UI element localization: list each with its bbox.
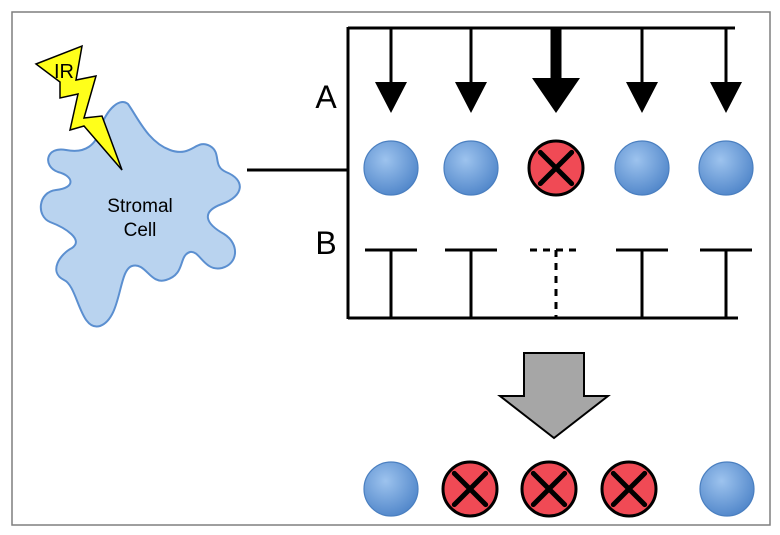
outcome-dead-cell xyxy=(600,460,658,518)
row-a-healthy-cell xyxy=(698,140,754,196)
support-post-icon xyxy=(700,248,752,318)
stromal-label-line1: Stromal xyxy=(107,196,172,217)
outcome-healthy-cell xyxy=(699,461,755,517)
stromal-label-line2: Cell xyxy=(124,220,157,241)
panel-a-label: A xyxy=(315,79,337,115)
panel-b-label: B xyxy=(315,225,336,261)
healthy-cell-icon xyxy=(363,461,419,517)
healthy-cell-icon xyxy=(699,461,755,517)
down-arrow-icon xyxy=(626,28,658,113)
row-a-healthy-cell xyxy=(614,140,670,196)
down-arrow-icon xyxy=(455,28,487,113)
support-post-icon xyxy=(365,248,417,318)
down-arrow-icon xyxy=(375,28,407,113)
outcome-dead-cell xyxy=(520,460,578,518)
lightning-bolt-icon xyxy=(34,44,123,171)
row-a-healthy-cell xyxy=(363,140,419,196)
down-arrow-icon xyxy=(710,28,742,113)
support-post-icon xyxy=(616,248,668,318)
big-down-arrow-icon xyxy=(497,352,611,440)
outcome-dead-cell xyxy=(441,460,499,518)
healthy-cell-icon xyxy=(443,140,499,196)
outcome-healthy-cell xyxy=(363,461,419,517)
healthy-cell-icon xyxy=(363,140,419,196)
ir-label: IR xyxy=(54,61,74,83)
healthy-cell-icon xyxy=(614,140,670,196)
support-post-icon xyxy=(530,248,582,318)
row-a-dead-cell xyxy=(527,139,585,197)
down-arrow-icon xyxy=(532,28,580,113)
stromal-cell-shape xyxy=(40,101,241,328)
support-post-icon xyxy=(445,248,497,318)
row-a-healthy-cell xyxy=(443,140,499,196)
healthy-cell-icon xyxy=(698,140,754,196)
